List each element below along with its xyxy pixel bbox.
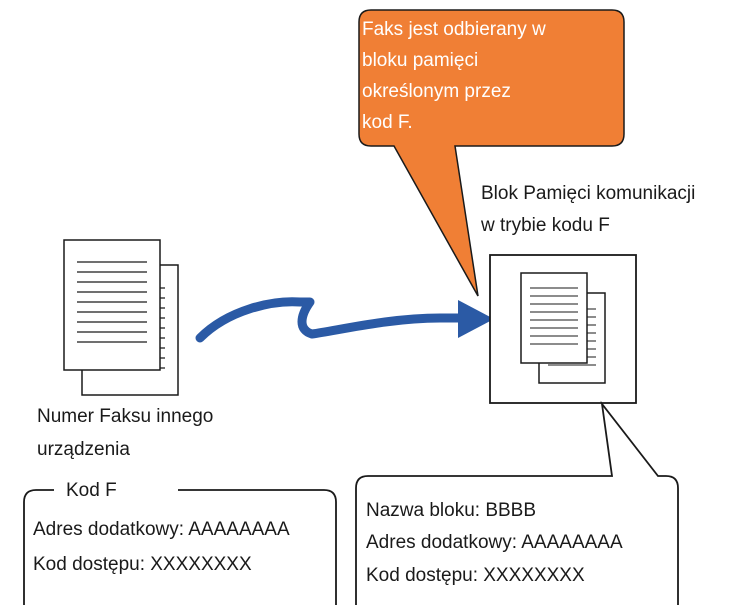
block-info-bubble xyxy=(355,400,679,605)
kod-f-access-code: Kod dostępu: XXXXXXXX xyxy=(33,554,252,575)
kod-f-subaddress: Adres dodatkowy: AAAAAAAA xyxy=(33,519,290,540)
sender-label-line1: Numer Faksu innego xyxy=(37,406,214,427)
sender-document-icon xyxy=(63,239,179,396)
block-access-code: Kod dostępu: XXXXXXXX xyxy=(366,565,585,586)
kod-f-box xyxy=(23,489,337,605)
transmission-arrow-icon xyxy=(195,297,494,343)
block-name: Nazwa bloku: BBBB xyxy=(366,500,537,521)
callout-line-1: Faks jest odbierany w xyxy=(362,19,546,40)
memory-box-title-line1: Blok Pamięci komunikacji xyxy=(481,183,696,204)
callout-line-4: kod F. xyxy=(362,112,413,133)
block-subaddress: Adres dodatkowy: AAAAAAAA xyxy=(366,532,623,553)
memory-box-title-line2: w trybie kodu F xyxy=(481,215,610,236)
callout-line-2: bloku pamięci xyxy=(362,50,479,71)
callout-bubble xyxy=(358,9,625,297)
callout-text: Faks jest odbierany w bloku pamięci okre… xyxy=(362,14,546,138)
memory-document-icon xyxy=(520,272,606,384)
callout-line-3: określonym przez xyxy=(362,81,511,102)
kod-f-legend: Kod F xyxy=(66,480,117,501)
sender-label-line2: urządzenia xyxy=(37,439,130,460)
